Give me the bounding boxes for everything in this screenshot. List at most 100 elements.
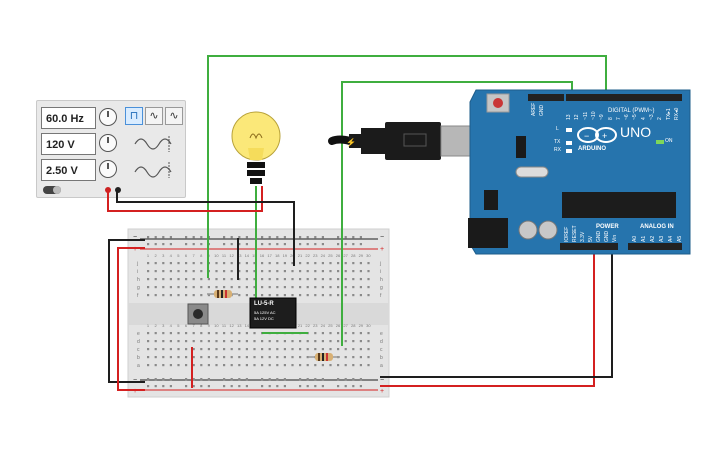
- breadboard-hole[interactable]: [367, 340, 370, 343]
- breadboard-hole[interactable]: [154, 294, 157, 297]
- breadboard-hole[interactable]: [154, 286, 157, 289]
- breadboard-hole[interactable]: [352, 348, 355, 351]
- breadboard-hole[interactable]: [162, 294, 165, 297]
- breadboard-hole[interactable]: [299, 340, 302, 343]
- breadboard-hole[interactable]: [291, 278, 294, 281]
- breadboard-hole[interactable]: [253, 340, 256, 343]
- breadboard-hole[interactable]: [299, 262, 302, 265]
- breadboard-hole[interactable]: [147, 294, 150, 297]
- rail-hole[interactable]: [299, 243, 302, 246]
- breadboard-hole[interactable]: [147, 340, 150, 343]
- breadboard-hole[interactable]: [200, 340, 203, 343]
- breadboard-hole[interactable]: [268, 270, 271, 273]
- breadboard-hole[interactable]: [200, 286, 203, 289]
- rail-hole[interactable]: [306, 243, 309, 246]
- breadboard-hole[interactable]: [268, 278, 271, 281]
- breadboard-hole[interactable]: [215, 262, 218, 265]
- breadboard-hole[interactable]: [344, 364, 347, 367]
- rail-hole[interactable]: [169, 385, 172, 388]
- breadboard-hole[interactable]: [192, 348, 195, 351]
- rail-hole[interactable]: [162, 236, 165, 239]
- breadboard-hole[interactable]: [352, 332, 355, 335]
- rail-hole[interactable]: [359, 385, 362, 388]
- breadboard-hole[interactable]: [314, 364, 317, 367]
- breadboard-hole[interactable]: [162, 356, 165, 359]
- breadboard-hole[interactable]: [306, 340, 309, 343]
- breadboard-hole[interactable]: [253, 270, 256, 273]
- breadboard-hole[interactable]: [215, 270, 218, 273]
- breadboard-hole[interactable]: [344, 286, 347, 289]
- breadboard-hole[interactable]: [329, 262, 332, 265]
- breadboard-hole[interactable]: [359, 364, 362, 367]
- breadboard-hole[interactable]: [230, 340, 233, 343]
- rail-hole[interactable]: [314, 243, 317, 246]
- breadboard-hole[interactable]: [230, 262, 233, 265]
- breadboard-hole[interactable]: [352, 364, 355, 367]
- breadboard-hole[interactable]: [367, 294, 370, 297]
- breadboard-hole[interactable]: [223, 364, 226, 367]
- rail-hole[interactable]: [268, 236, 271, 239]
- breadboard-hole[interactable]: [337, 364, 340, 367]
- breadboard-hole[interactable]: [337, 294, 340, 297]
- rail-hole[interactable]: [344, 236, 347, 239]
- rail-hole[interactable]: [147, 385, 150, 388]
- rail-hole[interactable]: [314, 385, 317, 388]
- breadboard-hole[interactable]: [169, 286, 172, 289]
- rail-hole[interactable]: [169, 236, 172, 239]
- push-button[interactable]: [187, 303, 209, 325]
- breadboard-hole[interactable]: [283, 348, 286, 351]
- breadboard-hole[interactable]: [230, 278, 233, 281]
- breadboard-hole[interactable]: [253, 262, 256, 265]
- resistor-bottom[interactable]: [308, 353, 340, 361]
- frequency-field[interactable]: 60.0 Hz: [41, 107, 96, 129]
- breadboard-hole[interactable]: [329, 286, 332, 289]
- breadboard-hole[interactable]: [162, 364, 165, 367]
- breadboard-hole[interactable]: [276, 286, 279, 289]
- rail-hole[interactable]: [261, 378, 264, 381]
- breadboard-hole[interactable]: [359, 270, 362, 273]
- breadboard-hole[interactable]: [215, 356, 218, 359]
- breadboard-hole[interactable]: [337, 332, 340, 335]
- breadboard-hole[interactable]: [276, 356, 279, 359]
- breadboard-hole[interactable]: [321, 348, 324, 351]
- breadboard-hole[interactable]: [306, 286, 309, 289]
- breadboard-hole[interactable]: [223, 262, 226, 265]
- rail-hole[interactable]: [359, 236, 362, 239]
- breadboard-hole[interactable]: [306, 364, 309, 367]
- rail-hole[interactable]: [230, 236, 233, 239]
- breadboard-hole[interactable]: [261, 262, 264, 265]
- breadboard-hole[interactable]: [162, 262, 165, 265]
- breadboard-hole[interactable]: [268, 364, 271, 367]
- breadboard-hole[interactable]: [314, 278, 317, 281]
- rail-hole[interactable]: [154, 378, 157, 381]
- usb-cable[interactable]: ⚡: [328, 122, 496, 160]
- breadboard-hole[interactable]: [291, 286, 294, 289]
- breadboard-hole[interactable]: [268, 294, 271, 297]
- breadboard-hole[interactable]: [169, 270, 172, 273]
- breadboard-hole[interactable]: [238, 364, 241, 367]
- breadboard-hole[interactable]: [268, 356, 271, 359]
- breadboard-hole[interactable]: [200, 356, 203, 359]
- breadboard-hole[interactable]: [185, 278, 188, 281]
- rail-hole[interactable]: [321, 236, 324, 239]
- rail-hole[interactable]: [321, 385, 324, 388]
- breadboard-hole[interactable]: [268, 340, 271, 343]
- breadboard-hole[interactable]: [185, 286, 188, 289]
- breadboard-hole[interactable]: [291, 364, 294, 367]
- rail-hole[interactable]: [337, 385, 340, 388]
- breadboard-hole[interactable]: [154, 278, 157, 281]
- offset-knob[interactable]: [99, 160, 117, 178]
- breadboard-hole[interactable]: [329, 340, 332, 343]
- breadboard-hole[interactable]: [276, 294, 279, 297]
- breadboard-hole[interactable]: [238, 270, 241, 273]
- breadboard-hole[interactable]: [352, 294, 355, 297]
- rail-hole[interactable]: [154, 385, 157, 388]
- sine-wave-button[interactable]: ∿: [165, 107, 183, 125]
- breadboard-hole[interactable]: [223, 286, 226, 289]
- breadboard-hole[interactable]: [147, 270, 150, 273]
- breadboard-hole[interactable]: [321, 262, 324, 265]
- breadboard-hole[interactable]: [352, 278, 355, 281]
- breadboard-hole[interactable]: [154, 356, 157, 359]
- rail-hole[interactable]: [185, 378, 188, 381]
- breadboard-hole[interactable]: [329, 332, 332, 335]
